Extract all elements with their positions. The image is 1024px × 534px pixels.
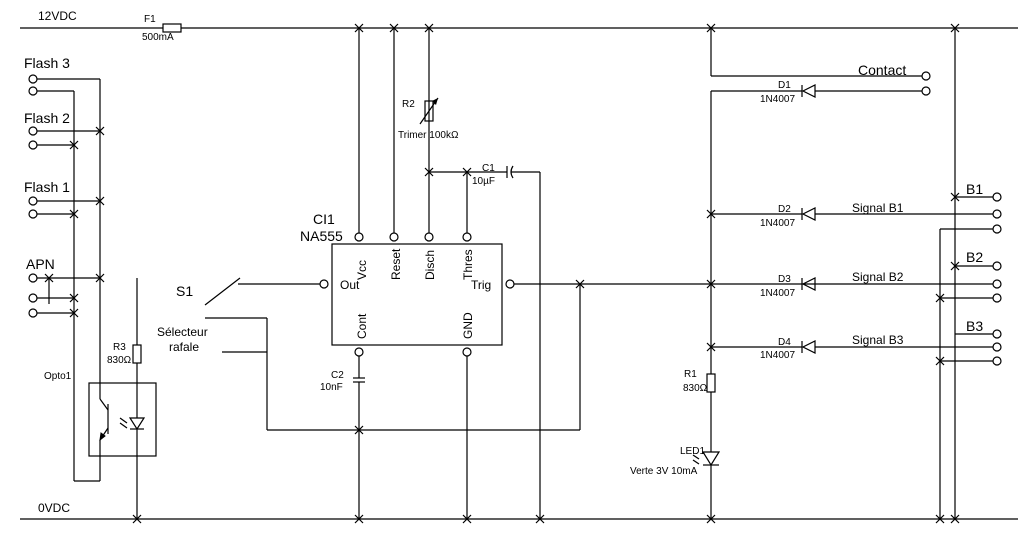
diode-d3: D3 1N4007 Signal B2	[760, 270, 904, 299]
b2-terminal-c	[992, 293, 1002, 303]
pin-out-label: Out	[340, 278, 360, 292]
flash2-terminal-a	[28, 126, 38, 136]
r3-value: 830Ω	[107, 355, 132, 366]
pin-vcc-terminal	[354, 232, 364, 242]
trimmer-r2: R2 Trimer 100kΩ	[398, 97, 459, 141]
contact-terminal-b	[921, 86, 931, 96]
signal-b3-label: Signal B3	[852, 333, 904, 347]
b2-label: B2	[966, 249, 983, 265]
d1-ref: D1	[778, 80, 791, 91]
fuse-value: 500mA	[142, 32, 174, 43]
flash2-terminal-b	[28, 140, 38, 150]
ic-555: CI1 NA555 Vcc Reset Disch Thres Out Trig…	[300, 23, 1000, 524]
left-connectors: Flash 3 Flash 2 Flash 1 APN	[24, 55, 70, 318]
capacitor-c1: C1 10µF	[429, 163, 545, 524]
d2-ref: D2	[778, 204, 791, 215]
pin-thres-label: Thres	[461, 249, 475, 280]
led1-value: Verte 3V 10mA	[630, 466, 698, 477]
d3-part: 1N4007	[760, 288, 795, 299]
d4-ref: D4	[778, 337, 791, 348]
right-connectors: Contact B1 B2 B3	[858, 23, 1002, 524]
vcc-rail-label: 12VDC	[38, 9, 77, 23]
pin-out-terminal	[319, 279, 329, 289]
switch-s1: S1 Sélecteur rafale	[157, 277, 581, 431]
ic-part: NA555	[300, 228, 343, 244]
pin-reset-terminal	[389, 232, 399, 242]
diode-d4: D4 1N4007 Signal B3	[711, 333, 993, 361]
b1-label: B1	[966, 181, 983, 197]
power-rails: 12VDC 0VDC	[20, 9, 1018, 520]
c2-ref: C2	[331, 370, 344, 381]
signal-b1-label: Signal B1	[852, 201, 904, 215]
c1-ref: C1	[482, 163, 495, 174]
b2-terminal-a	[992, 261, 1002, 271]
d4-part: 1N4007	[760, 350, 795, 361]
b1-terminal-b	[992, 209, 1002, 219]
signal-b2-label: Signal B2	[852, 270, 904, 284]
r3-ref: R3	[113, 342, 126, 353]
contact-label: Contact	[858, 62, 906, 78]
contact-terminal-a	[921, 71, 931, 81]
r1-ref: R1	[684, 369, 697, 380]
opto-ref: Opto1	[44, 371, 72, 382]
b2-terminal-b	[992, 279, 1002, 289]
c2-value: 10nF	[320, 382, 343, 393]
r1-value: 830Ω	[683, 383, 708, 394]
diode-d2: D2 1N4007 Signal B1	[711, 201, 993, 229]
apn-terminal-c	[28, 308, 38, 318]
d2-part: 1N4007	[760, 218, 795, 229]
pin-vcc-label: Vcc	[355, 260, 369, 280]
fuse-ref: F1	[144, 14, 156, 25]
left-bus-wiring	[37, 78, 105, 482]
led1-ref: LED1	[680, 446, 705, 457]
c1-value: 10µF	[472, 176, 495, 187]
r2-value: Trimer 100kΩ	[398, 130, 459, 141]
s1-desc-line1: Sélecteur	[157, 325, 208, 339]
diode-d1: D1 1N4007	[711, 80, 922, 105]
flash1-terminal-a	[28, 196, 38, 206]
s1-ref: S1	[176, 283, 193, 299]
b1-terminal-a	[992, 192, 1002, 202]
pin-cont-label: Cont	[355, 313, 369, 339]
d1-part: 1N4007	[760, 94, 795, 105]
resistor-r3: R3 830Ω	[107, 278, 142, 524]
pin-thres-terminal	[462, 232, 472, 242]
b3-terminal-c	[992, 356, 1002, 366]
ic-ref: CI1	[313, 211, 335, 227]
flash3-terminal-b	[28, 86, 38, 96]
flash1-terminal-b	[28, 209, 38, 219]
flash3-label: Flash 3	[24, 55, 70, 71]
d3-ref: D3	[778, 274, 791, 285]
fuse-f1: F1 500mA	[142, 14, 182, 43]
pin-trig-terminal	[505, 279, 515, 289]
pin-reset-label: Reset	[389, 248, 403, 280]
pin-gnd-terminal	[462, 347, 472, 357]
b3-label: B3	[966, 318, 983, 334]
opto-coupler: Opto1	[44, 371, 157, 481]
b1-terminal-c	[992, 224, 1002, 234]
apn-terminal-b	[28, 293, 38, 303]
diode-bus: R1 830Ω LED1 Verte 3V 10mA	[630, 23, 922, 524]
r2-ref: R2	[402, 99, 415, 110]
pin-disch-terminal	[424, 232, 434, 242]
flash2-label: Flash 2	[24, 110, 70, 126]
apn-label: APN	[26, 256, 55, 272]
pin-cont-terminal	[354, 347, 364, 357]
pin-gnd-label: GND	[461, 312, 475, 339]
flash3-terminal-a	[28, 74, 38, 84]
capacitor-c2: C2 10nF	[320, 370, 344, 393]
pin-disch-label: Disch	[423, 250, 437, 280]
b3-terminal-a	[992, 329, 1002, 339]
s1-desc-line2: rafale	[169, 340, 199, 354]
gnd-rail-label: 0VDC	[38, 501, 70, 515]
apn-terminal-a	[28, 273, 38, 283]
b3-terminal-b	[992, 342, 1002, 352]
flash1-label: Flash 1	[24, 179, 70, 195]
pin-trig-label: Trig	[471, 278, 491, 292]
